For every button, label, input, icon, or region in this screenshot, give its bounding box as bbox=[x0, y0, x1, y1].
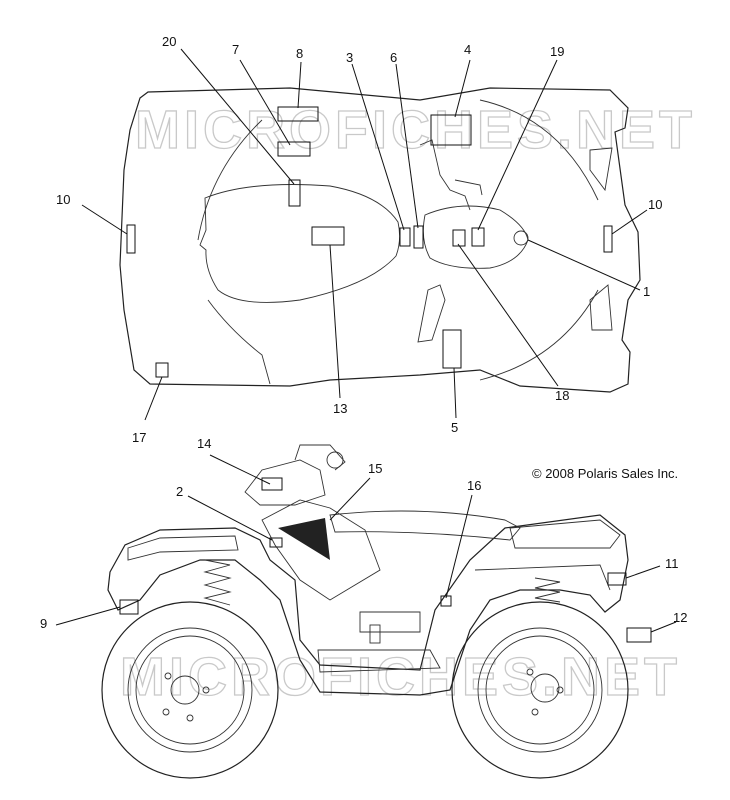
callout-5: 5 bbox=[451, 420, 458, 435]
decal-11 bbox=[607, 572, 627, 586]
decal-10-left bbox=[126, 224, 136, 254]
decal-4 bbox=[430, 114, 472, 146]
callout-2: 2 bbox=[176, 484, 183, 499]
copyright-notice: © 2008 Polaris Sales Inc. bbox=[532, 466, 679, 481]
decal-14 bbox=[261, 477, 283, 491]
leader-lines bbox=[55, 48, 677, 633]
callout-4: 4 bbox=[464, 42, 471, 57]
callout-15: 15 bbox=[368, 461, 382, 476]
watermark-top: MICROFICHES.NET bbox=[135, 100, 696, 160]
decal-6 bbox=[413, 225, 424, 249]
callout-numbers: 20 7 8 3 6 4 19 10 10 1 13 18 5 17 14 2 … bbox=[40, 34, 687, 631]
decal-2 bbox=[269, 537, 283, 548]
decal-18 bbox=[452, 229, 466, 247]
atv-top-view bbox=[119, 87, 641, 393]
callout-16: 16 bbox=[467, 478, 481, 493]
callout-7: 7 bbox=[232, 42, 239, 57]
decal-3 bbox=[399, 227, 411, 247]
callout-8: 8 bbox=[296, 46, 303, 61]
decal-7 bbox=[277, 141, 311, 157]
callout-12: 12 bbox=[673, 610, 687, 625]
decal-20 bbox=[288, 179, 301, 207]
callout-1: 1 bbox=[643, 284, 650, 299]
decal-5 bbox=[442, 329, 462, 369]
atv-side-view bbox=[101, 444, 629, 779]
callout-6: 6 bbox=[390, 50, 397, 65]
decal-17 bbox=[155, 362, 169, 378]
callout-17: 17 bbox=[132, 430, 146, 445]
callout-14: 14 bbox=[197, 436, 211, 451]
callout-3: 3 bbox=[346, 50, 353, 65]
callout-10-right: 10 bbox=[648, 197, 662, 212]
callout-20: 20 bbox=[162, 34, 176, 49]
callout-10-left: 10 bbox=[56, 192, 70, 207]
callout-9: 9 bbox=[40, 616, 47, 631]
callout-19: 19 bbox=[550, 44, 564, 59]
watermark-bottom: MICROFICHES.NET bbox=[120, 647, 681, 707]
decal-10-right bbox=[603, 225, 613, 253]
callout-13: 13 bbox=[333, 401, 347, 416]
callout-11: 11 bbox=[665, 556, 679, 571]
decal-12 bbox=[626, 627, 652, 643]
decal-19 bbox=[471, 227, 485, 247]
callout-18: 18 bbox=[555, 388, 569, 403]
decal-13 bbox=[311, 226, 345, 246]
